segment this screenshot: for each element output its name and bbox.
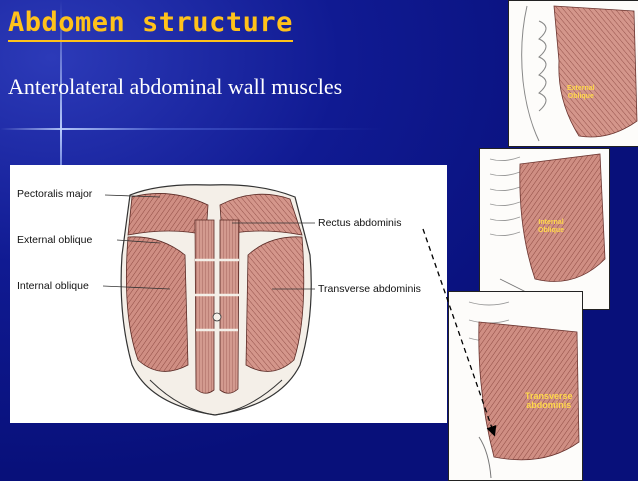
- slide-title: Abdomen structure: [8, 6, 293, 42]
- thumb-external-label: External Oblique: [567, 85, 595, 100]
- internal-oblique-thumbnail: Internal Oblique: [479, 148, 610, 310]
- label-rectus-abdominis: Rectus abdominis: [318, 217, 402, 229]
- label-pectoralis-major: Pectoralis major: [17, 188, 93, 200]
- thumb-internal-label: Internal Oblique: [538, 219, 565, 234]
- thumb-transverse-label: Transverse abdominis: [525, 391, 573, 410]
- label-transverse-abdominis: Transverse abdominis: [318, 283, 421, 295]
- transverse-abdominis-illustration: [449, 292, 582, 480]
- abdominal-muscles-diagram: Pectoralis major External oblique Intern…: [10, 165, 447, 423]
- slide-subtitle: Anterolateral abdominal wall muscles: [8, 74, 343, 99]
- internal-oblique-illustration: [480, 149, 609, 309]
- label-internal-oblique: Internal oblique: [17, 280, 89, 292]
- transverse-abdominis-thumbnail: Transverse abdominis: [448, 291, 583, 481]
- external-oblique-thumbnail: External Oblique: [508, 0, 638, 147]
- label-external-oblique: External oblique: [17, 234, 93, 246]
- torso-illustration: [102, 184, 315, 416]
- decorative-horizontal-line: [0, 128, 638, 130]
- external-oblique-illustration: [509, 1, 638, 146]
